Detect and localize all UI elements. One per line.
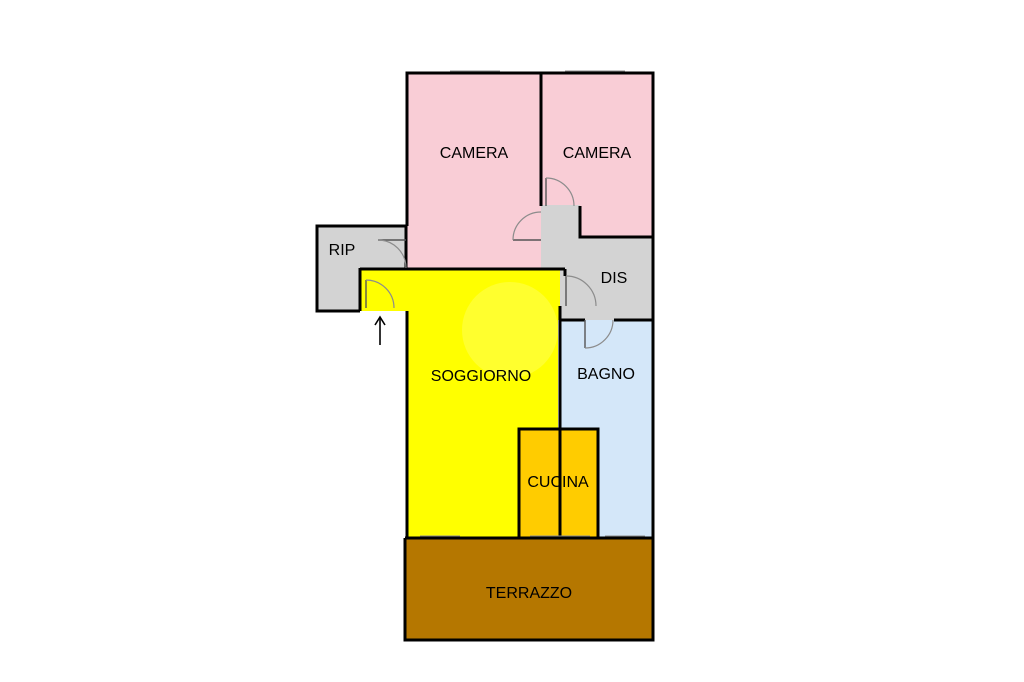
label-rip: RIP	[329, 242, 356, 259]
watermark-circle	[462, 282, 558, 378]
window-ticks	[420, 70, 645, 537]
label-camera-left: CAMERA	[440, 145, 509, 162]
room-soggiorno	[360, 269, 560, 537]
doors	[365, 177, 614, 349]
room-camera-left	[407, 73, 541, 269]
label-soggiorno: SOGGIORNO	[431, 368, 531, 385]
room-dis	[541, 205, 653, 320]
label-terrazzo: TERRAZZO	[486, 585, 572, 602]
label-camera-right: CAMERA	[563, 145, 632, 162]
walls	[315, 71, 655, 642]
label-cucina: CUCINA	[527, 474, 589, 491]
arrow-up-icon	[374, 315, 386, 345]
label-bagno: BAGNO	[577, 366, 635, 383]
label-dis: DIS	[601, 270, 628, 287]
room-terrazzo	[405, 538, 654, 640]
